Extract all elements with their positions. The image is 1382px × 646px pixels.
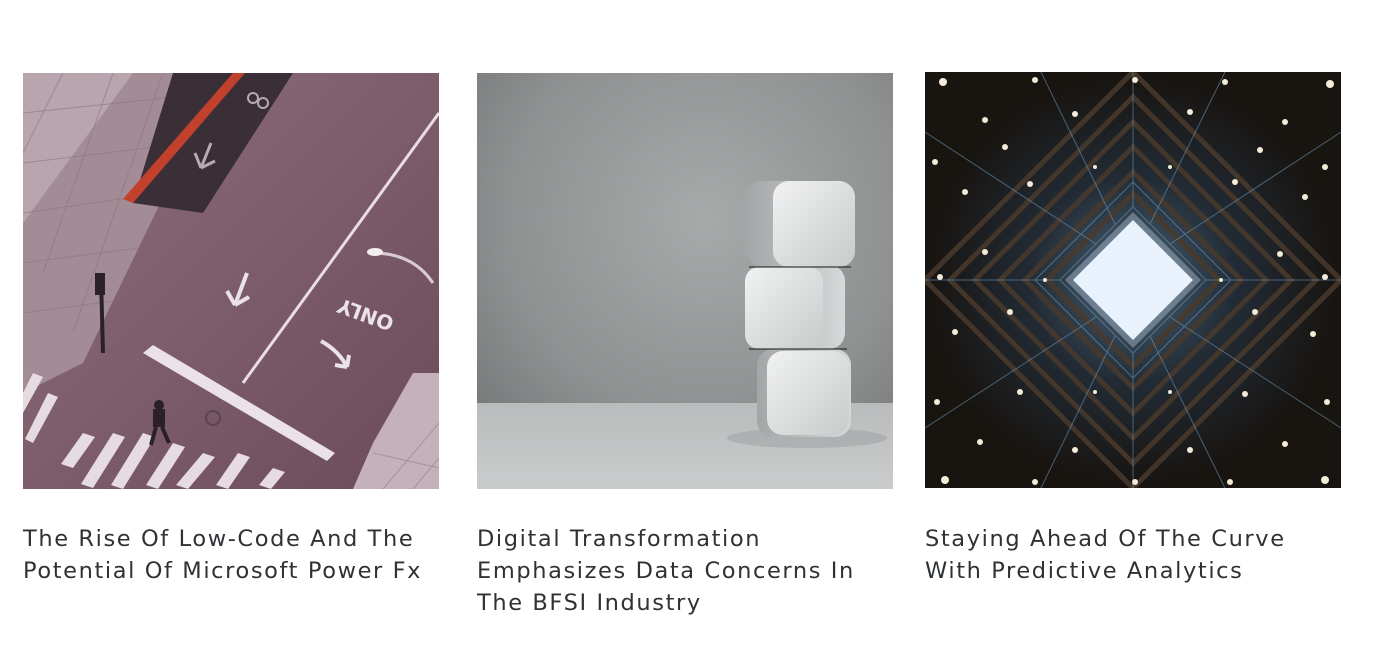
post-title-link[interactable]: The Rise Of Low-Code And The Potential O… <box>23 526 423 584</box>
post-thumbnail-link[interactable] <box>477 73 893 489</box>
post-thumbnail-link[interactable] <box>925 72 1341 488</box>
cubes-photo-image <box>477 73 893 489</box>
atrium-photo-image <box>925 72 1341 488</box>
post-title-link[interactable]: Digital Transformation Emphasizes Data C… <box>477 526 855 616</box>
blog-card: Staying Ahead Of The Curve With Predicti… <box>925 72 1341 584</box>
post-thumbnail-link[interactable]: ONLY <box>23 73 439 489</box>
blog-card: ONLY <box>23 73 439 584</box>
post-title-link[interactable]: Staying Ahead Of The Curve With Predicti… <box>925 526 1286 584</box>
blog-card: Digital Transformation Emphasizes Data C… <box>477 73 893 616</box>
street-photo-image: ONLY <box>23 73 439 489</box>
